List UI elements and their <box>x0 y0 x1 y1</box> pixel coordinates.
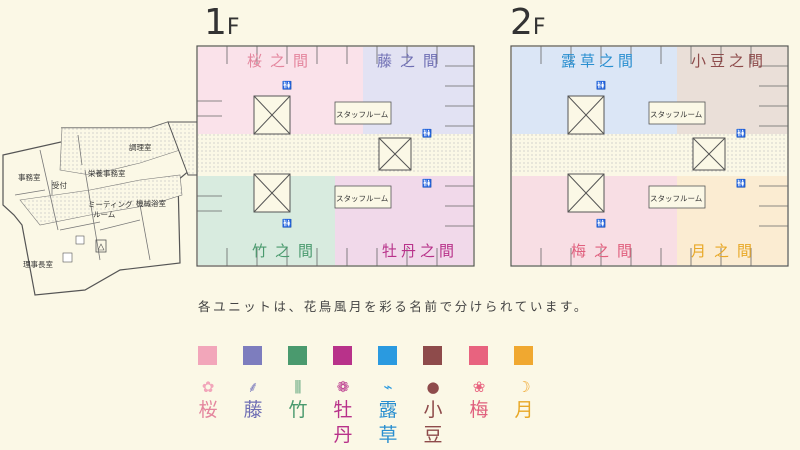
legend-name-take: 竹 <box>288 399 308 421</box>
floor-number: 1 <box>204 2 227 43</box>
wisteria-icon: ⸙ <box>247 378 259 396</box>
restroom-icon: 🚻 🚻 🚻 🚻 <box>596 80 746 228</box>
annex-room-reception: 受付 <box>52 180 67 190</box>
caption: 各ユニットは、花鳥風月を彩る名前で分けられています。 <box>198 299 589 314</box>
restroom-icon: 🚻 🚻 🚻 🚻 <box>282 80 432 228</box>
floor-suffix: F <box>532 15 546 40</box>
corridor-2f <box>512 134 787 174</box>
svg-text:🚻: 🚻 <box>736 178 746 188</box>
svg-text:🚻: 🚻 <box>422 178 432 188</box>
legend-name-tsuki: 月 <box>514 399 534 421</box>
annex-room-director: 理事長室 <box>23 259 53 269</box>
legend-swatch-tsuki <box>514 346 533 365</box>
legend-name-ume: 梅 <box>469 399 489 421</box>
svg-text:🚻: 🚻 <box>282 218 292 228</box>
moon-icon: ☽ <box>517 378 531 396</box>
svg-text:🚻: 🚻 <box>282 80 292 90</box>
legend-swatch-azuki <box>423 346 442 365</box>
meeting-line-1: ミーティング <box>88 199 133 209</box>
stair-well-2f <box>567 95 726 213</box>
legend-name-azuki: 小豆 <box>423 399 443 446</box>
staff-rooms-1f <box>334 101 392 209</box>
legend-swatch-sakura <box>198 346 217 365</box>
staff-rooms-2f <box>648 101 706 209</box>
unit-label-tsuyukusa: 露草之間 <box>561 52 637 70</box>
unit-label-fuji: 藤之間 <box>377 52 446 70</box>
legend-swatch-take <box>288 346 307 365</box>
svg-text:🚻: 🚻 <box>422 128 432 138</box>
legend-name-fuji: 藤 <box>243 399 263 421</box>
annex-room-meeting: ミーティングルーム <box>88 199 133 219</box>
annex-room-kitchen: 調理室 <box>129 142 152 152</box>
svg-text:🚻: 🚻 <box>596 218 606 228</box>
azuki-bean-icon: ● <box>426 378 440 396</box>
dayflower-icon: ⌁ <box>383 378 393 396</box>
floor-plans: 事務室 受付 調理室 栄養事務室 ミーティングルーム 機械浴室 理事長室 <box>2 45 789 296</box>
unit-label-tsuki: 月之間 <box>691 242 760 260</box>
unit-label-botan: 牡丹之間 <box>382 242 458 260</box>
bamboo-icon: ⫼ <box>294 378 302 396</box>
ume-icon: ❀ <box>472 378 486 396</box>
staff-room-label: スタッフルーム <box>650 194 702 203</box>
unit-label-take: 竹之間 <box>252 242 321 260</box>
floor-plan-2f: スタッフルーム スタッフルーム 🚻 🚻 🚻 🚻 露草之間 小豆之間 梅之間 月之間 <box>510 45 789 267</box>
floor-plan-1f: スタッフルーム スタッフルーム 🚻 🚻 🚻 🚻 桜之間 藤之間 竹之間 牡丹之間 <box>196 45 475 267</box>
stair-well-1f <box>253 95 412 213</box>
annex-room-nutrition: 栄養事務室 <box>88 168 126 178</box>
unit-label-ume: 梅之間 <box>571 242 640 260</box>
legend-swatch-ume <box>469 346 488 365</box>
staff-room-label: スタッフルーム <box>336 194 388 203</box>
floor-suffix: F <box>226 15 240 40</box>
annex-building: 事務室 受付 調理室 栄養事務室 ミーティングルーム 機械浴室 理事長室 <box>2 121 199 296</box>
meeting-line-2: ルーム <box>93 210 115 219</box>
annex-room-bath: 機械浴室 <box>136 198 166 208</box>
staff-room-label: スタッフルーム <box>336 110 388 119</box>
annex-room-office: 事務室 <box>18 172 41 182</box>
unit-area-azuki <box>677 47 787 146</box>
floor-number: 2 <box>510 2 533 43</box>
unit-label-azuki: 小豆之間 <box>691 52 767 70</box>
peony-icon: ❁ <box>336 378 350 396</box>
floor-label-1f: 1F <box>204 2 240 43</box>
legend-name-tsuyukusa: 露草 <box>378 399 398 446</box>
toilet-icon <box>62 235 85 263</box>
legend-name-botan: 牡丹 <box>333 399 353 446</box>
legend-name-sakura: 桜 <box>198 399 218 421</box>
unit-area-fuji <box>363 47 473 146</box>
legend-swatch-botan <box>333 346 352 365</box>
floor-label-2f: 2F <box>510 2 546 43</box>
svg-text:🚻: 🚻 <box>596 80 606 90</box>
staff-room-label: スタッフルーム <box>650 110 702 119</box>
sakura-icon: ✿ <box>201 378 215 396</box>
elevator-icon <box>95 239 107 253</box>
svg-text:🚻: 🚻 <box>736 128 746 138</box>
corridor-1f <box>198 134 473 174</box>
unit-label-sakura: 桜之間 <box>247 52 316 70</box>
legend-swatch-fuji <box>243 346 262 365</box>
legend-swatch-tsuyukusa <box>378 346 397 365</box>
